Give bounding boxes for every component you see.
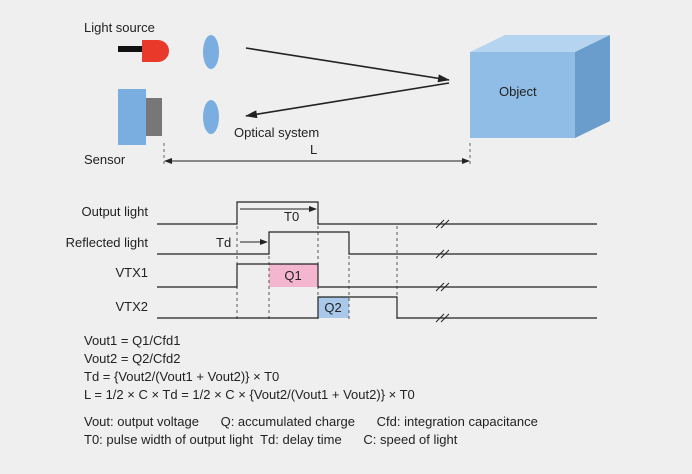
light-source-label: Light source [84,20,155,35]
lens-lower [203,100,219,134]
signal-label-output: Output light [82,204,149,219]
equation-l: L = 1/2 × C × Td = 1/2 × C × {Vout2/(Vou… [84,387,415,402]
legend-line-2: T0: pulse width of output light Td: dela… [84,432,458,447]
signal-label-vtx1: VTX1 [115,265,148,280]
q2-region [318,297,349,318]
t0-label: T0 [284,209,299,224]
timing-guides [236,202,398,320]
optical-system-label: Optical system [234,125,319,140]
object-cube [470,35,610,138]
light-source-icon [118,40,169,62]
equation-td: Td = {Vout2/(Vout1 + Vout2)} × T0 [84,369,280,384]
object-label: Object [499,84,537,99]
emitted-light-arrow [245,47,450,83]
break-marks [435,219,450,323]
equation-vout2: Vout2 = Q2/Cfd2 [84,351,181,366]
waveform-vtx2 [157,296,597,319]
q1-label: Q1 [284,268,301,283]
legend-line-1: Vout: output voltage Q: accumulated char… [84,414,538,429]
waveform-vtx1 [157,263,597,288]
reflected-light-arrow [245,82,450,119]
equation-vout1: Vout1 = Q1/Cfd1 [84,333,181,348]
waveform-reflected-light [157,231,597,255]
sensor-label: Sensor [84,152,126,167]
q2-label: Q2 [324,300,341,315]
signal-label-vtx2: VTX2 [115,299,148,314]
distance-label: L [310,142,317,157]
waveform-output-light [157,201,597,225]
signal-label-reflected: Reflected light [66,235,149,250]
q1-region [269,264,318,287]
lens-upper [203,35,219,69]
sensor-icon [118,89,162,145]
td-label: Td [216,235,231,250]
